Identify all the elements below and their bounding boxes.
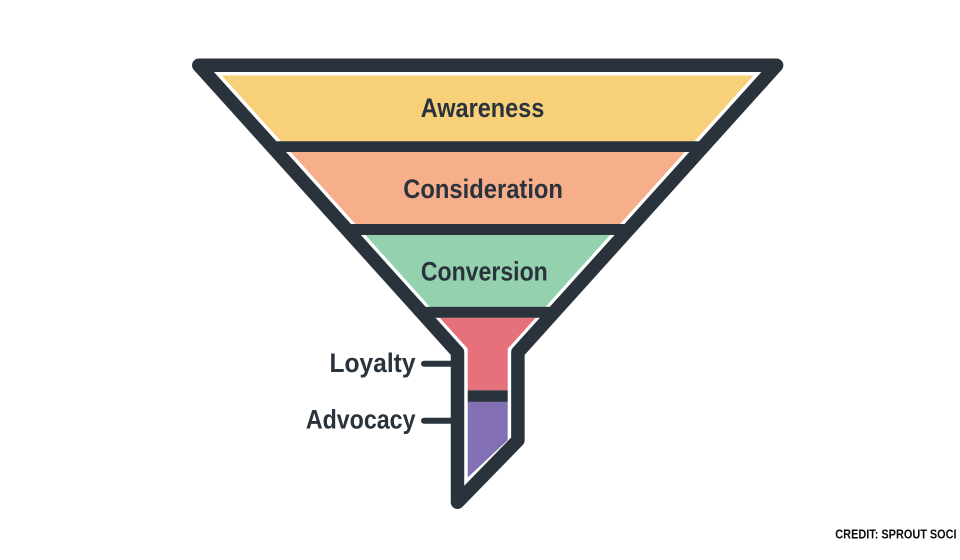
- svg-text:Consideration: Consideration: [403, 175, 563, 205]
- svg-text:Conversion: Conversion: [421, 257, 548, 287]
- svg-text:Loyalty: Loyalty: [330, 349, 417, 378]
- svg-text:Awareness: Awareness: [421, 94, 545, 124]
- svg-text:CREDIT: SPROUT SOCI: CREDIT: SPROUT SOCI: [835, 526, 956, 541]
- svg-text:Advocacy: Advocacy: [306, 405, 416, 435]
